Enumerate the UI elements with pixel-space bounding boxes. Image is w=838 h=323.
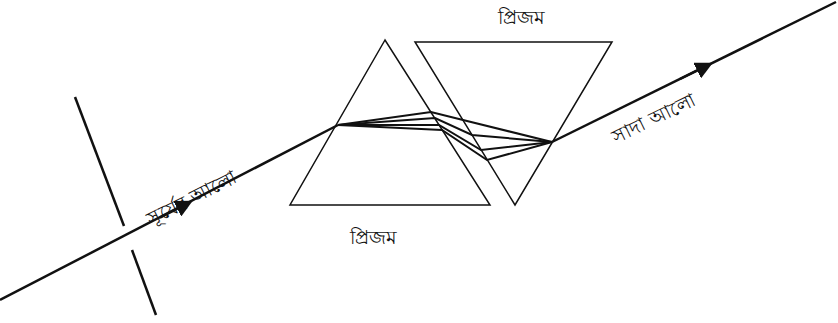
dispersed-rays [338,112,552,160]
slit [75,97,124,226]
slit [132,250,156,315]
prism [290,40,490,205]
light-ray [552,2,836,142]
ray-label: সূর্যের আলো [143,165,241,230]
prism-label: প্রিজম [498,6,545,29]
prism-label: প্রিজম [350,226,397,249]
prism [415,42,612,205]
ray-arrow [680,67,705,79]
light-ray [0,125,338,300]
ray-label: সাদা আলো [608,88,700,148]
